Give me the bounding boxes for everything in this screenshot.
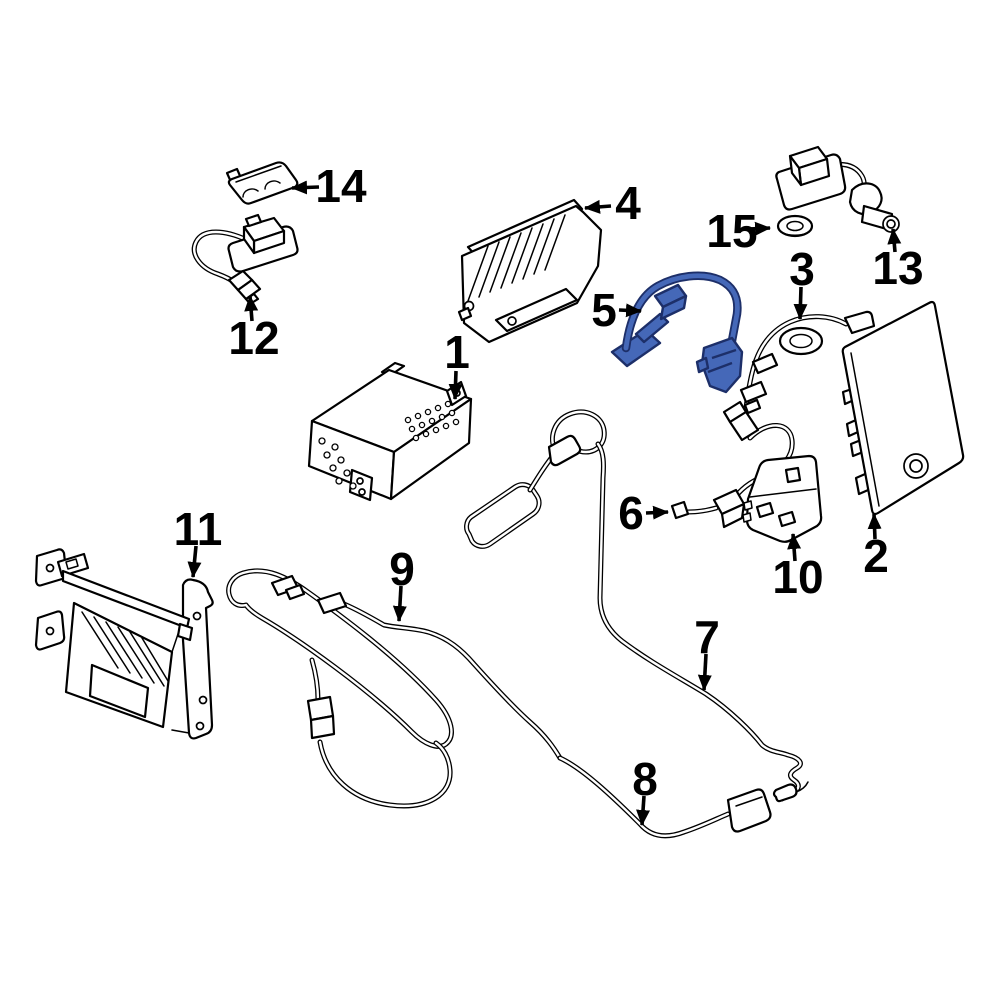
callout-14: 14 bbox=[291, 160, 367, 212]
callout-arrow-2 bbox=[867, 513, 882, 540]
callout-arrow-7 bbox=[697, 653, 712, 691]
cable-core bbox=[193, 230, 249, 284]
callout-10: 10 bbox=[772, 533, 824, 603]
part-13-gps-antenna bbox=[775, 145, 900, 233]
cable-core bbox=[227, 569, 453, 748]
callout-12: 12 bbox=[228, 295, 280, 364]
callout-5: 5 bbox=[591, 284, 642, 336]
callout-arrow-1 bbox=[448, 370, 463, 400]
callout-number-4: 4 bbox=[615, 177, 641, 229]
callout-2: 2 bbox=[863, 513, 889, 582]
callout-15: 15 bbox=[706, 205, 771, 257]
chassis-perforations bbox=[318, 400, 460, 490]
callout-arrow-3 bbox=[793, 286, 808, 320]
callout-6: 6 bbox=[618, 487, 669, 539]
part-10-usb-hub bbox=[742, 454, 823, 543]
cable-core bbox=[465, 483, 541, 548]
part-11-mounting-bracket bbox=[34, 548, 214, 740]
callout-arrow-5 bbox=[618, 303, 642, 318]
callout-arrow-6 bbox=[645, 505, 669, 520]
callout-11: 11 bbox=[174, 503, 223, 578]
callout-arrow-15 bbox=[748, 221, 771, 236]
callout-number-11: 11 bbox=[174, 503, 223, 555]
callout-4: 4 bbox=[584, 177, 641, 229]
callout-8: 8 bbox=[632, 753, 658, 826]
part-15-grommet bbox=[776, 214, 814, 238]
part-4-amplifier bbox=[457, 198, 603, 344]
part-9-wiring-harness bbox=[226, 568, 563, 809]
callout-number-7: 7 bbox=[694, 611, 720, 663]
callout-number-15: 15 bbox=[706, 205, 757, 257]
callout-13: 13 bbox=[872, 228, 924, 294]
callout-arrow-4 bbox=[584, 199, 612, 214]
part-12-antenna-cable bbox=[191, 213, 299, 306]
part-5-highlighted-harness bbox=[610, 271, 744, 394]
callout-arrow-13 bbox=[887, 228, 902, 253]
part-8-antenna-cable bbox=[557, 755, 809, 839]
callout-number-13: 13 bbox=[872, 242, 923, 294]
cable-core bbox=[744, 315, 848, 410]
part-3-cable-ring bbox=[739, 310, 876, 415]
callout-1: 1 bbox=[444, 326, 470, 400]
callout-number-1: 1 bbox=[444, 326, 470, 378]
part-7-feeder-cable bbox=[464, 409, 803, 802]
callout-arrow-9 bbox=[392, 585, 407, 622]
callout-number-5: 5 bbox=[591, 284, 617, 336]
callout-arrow-12 bbox=[244, 295, 259, 322]
callout-arrow-11 bbox=[187, 545, 202, 578]
callout-number-14: 14 bbox=[315, 160, 367, 212]
cable-core bbox=[318, 740, 452, 808]
callout-number-3: 3 bbox=[789, 243, 815, 295]
callout-arrow-14 bbox=[291, 180, 320, 195]
callout-number-12: 12 bbox=[228, 312, 279, 364]
callout-9: 9 bbox=[389, 543, 415, 622]
cable-core bbox=[310, 658, 320, 702]
callout-3: 3 bbox=[789, 243, 815, 320]
part-14-antenna-module bbox=[225, 161, 299, 205]
part-1-radio-chassis bbox=[307, 361, 473, 502]
part-2-display-panel bbox=[841, 300, 965, 516]
callout-arrow-10 bbox=[787, 533, 802, 562]
callout-number-10: 10 bbox=[772, 551, 823, 603]
cable-core bbox=[596, 442, 802, 801]
callout-arrow-8 bbox=[636, 795, 651, 826]
callout-number-2: 2 bbox=[863, 530, 889, 582]
cable-core bbox=[342, 602, 562, 760]
callout-number-9: 9 bbox=[389, 543, 415, 595]
cable-core bbox=[558, 756, 730, 837]
callout-number-6: 6 bbox=[618, 487, 644, 539]
callout-number-8: 8 bbox=[632, 753, 658, 805]
callout-7: 7 bbox=[694, 611, 720, 691]
